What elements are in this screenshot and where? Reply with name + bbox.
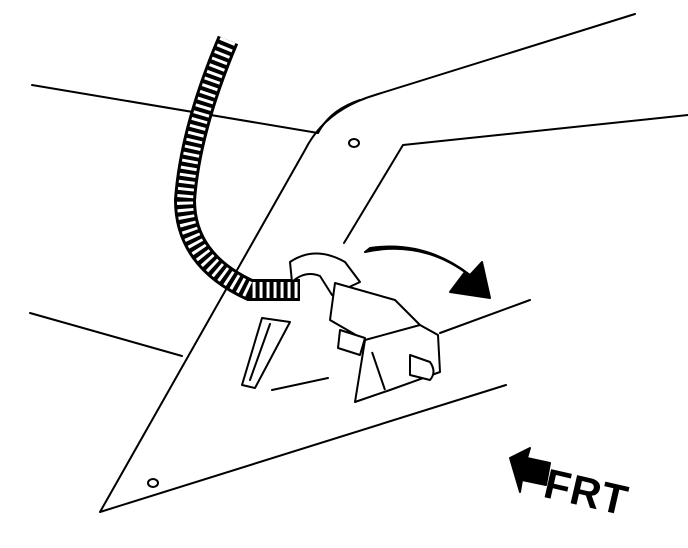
panel-opening-right [439,299,531,334]
panel-opening-lower [271,377,329,391]
panel-slot [241,317,291,389]
arrow-left-icon [509,447,551,493]
curved-arrow-icon [364,245,491,299]
panel-opening [343,114,688,244]
panel-outline [99,13,636,513]
wiring-conduit [173,35,300,301]
mounting-hole-upper [348,138,360,148]
reference-line-upper [31,84,319,134]
reference-line-lower [29,312,183,357]
mounting-hole-lower [147,478,159,488]
panel-rim [317,99,361,134]
panel-slot-inner [249,323,271,381]
switch-connector [289,252,441,403]
